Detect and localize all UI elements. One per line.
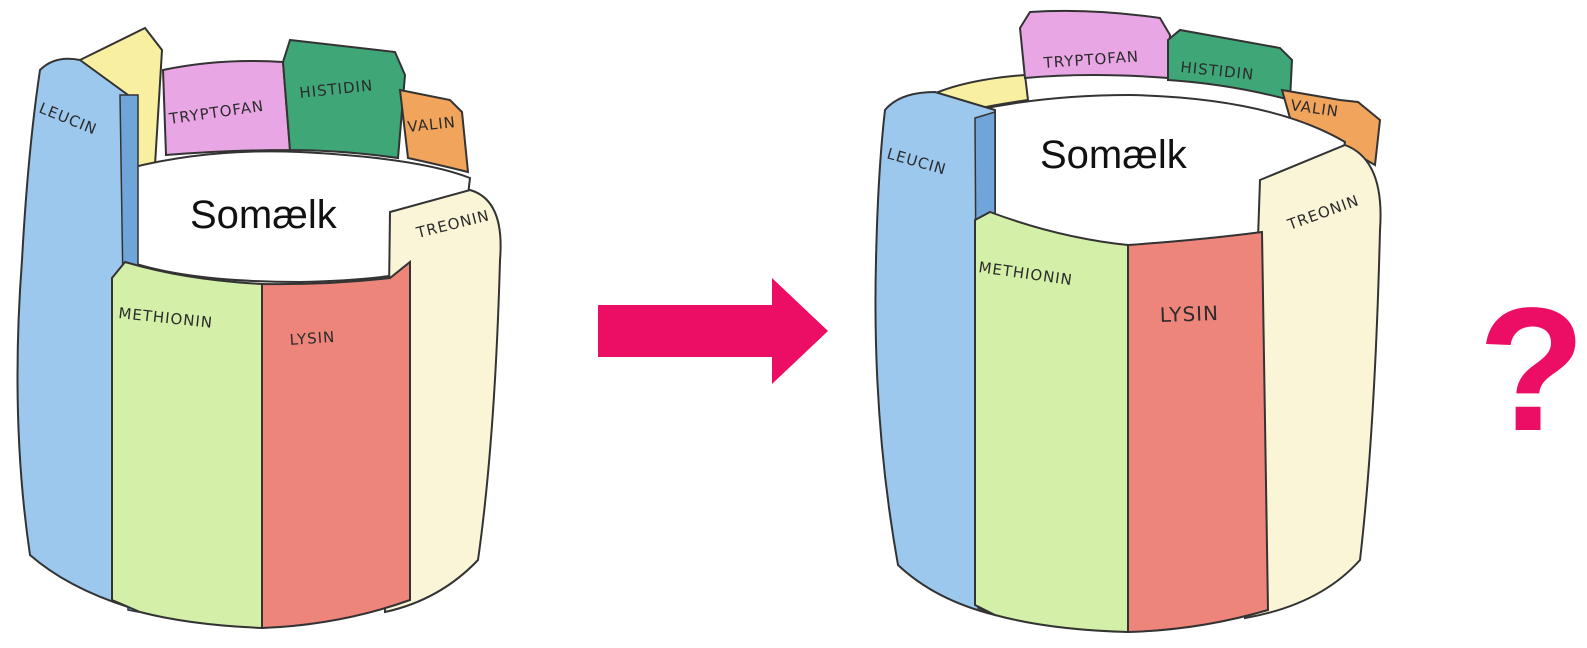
- barrel-2-stave-treonin: [1243, 143, 1382, 620]
- barrel-1-label-lysin: LYSIN: [289, 328, 336, 349]
- question-mark: ?: [1478, 272, 1586, 468]
- barrel-2-stave-tryptofan: [1018, 9, 1172, 80]
- barrel-1-stave-valin: [398, 88, 470, 174]
- barrel-2-stave-lysin: [1127, 230, 1270, 634]
- right-arrow-icon: [598, 278, 828, 384]
- barrel-1-label-valin: VALIN: [407, 113, 457, 136]
- barrel-1-stave-treonin: [383, 188, 502, 614]
- barrel-1-content-label: Somælk: [190, 193, 338, 237]
- barrel-1-stave-histidin: [281, 38, 407, 160]
- barrel-2-label-lysin: LYSIN: [1159, 301, 1219, 327]
- barrel-2-stave-histidin: [1167, 28, 1294, 102]
- barrel-1-stave-leucin: [16, 57, 140, 612]
- barrel-2: LEUCIN TRYPTOFAN HISTIDIN VALIN TREONIN …: [874, 9, 1382, 634]
- barrel-1-stave-lysin: [261, 259, 411, 630]
- barrel-1: LEUCIN TRYPTOFAN HISTIDIN VALIN TREONIN …: [16, 26, 502, 630]
- barrel-2-content-label: Somælk: [1040, 133, 1188, 177]
- barrel-2-stave-leucin: [874, 90, 996, 617]
